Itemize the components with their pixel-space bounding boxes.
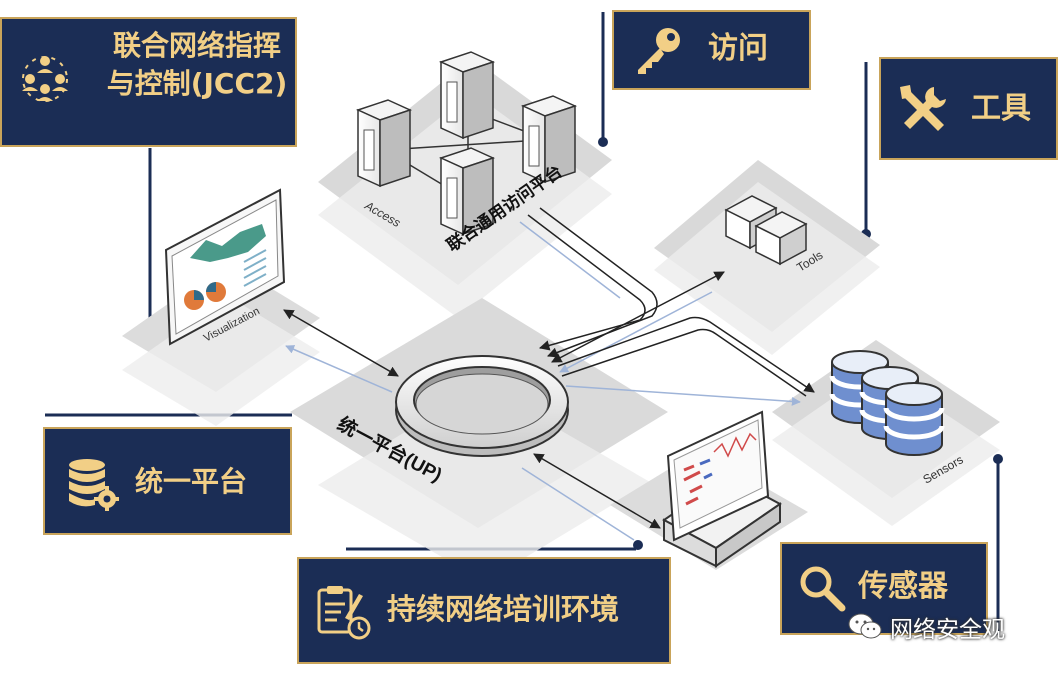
link-sensors-up: [557, 316, 815, 393]
link-tools-up: [551, 271, 725, 363]
watermark-text: 网络安全观: [890, 617, 1005, 643]
callout-sensors: 传感器: [780, 542, 988, 635]
link-pcte-up-blue: [521, 467, 635, 541]
callout-sensors-text: 传感器: [858, 569, 948, 604]
visualization-monitor: [164, 188, 286, 346]
checklist-clock-icon: [315, 584, 371, 640]
platform-tools-shadow: [654, 182, 880, 355]
callout-jcc2-text: 联合网络指挥与控制(JCC2): [106, 29, 288, 100]
server: [520, 95, 578, 184]
training-console: [662, 410, 782, 568]
people-network-icon: [18, 49, 72, 103]
callout-tools-text: 工具: [971, 91, 1031, 126]
callout-unified-platform: 统一平台: [43, 427, 292, 535]
database-gear-icon: [65, 457, 119, 511]
wrench-screwdriver-icon: [896, 83, 950, 137]
leader-access-dot: [598, 137, 608, 147]
database: [883, 382, 945, 456]
link-pcte-up: [533, 453, 661, 529]
platform-up-shadow: [318, 385, 650, 582]
link-viz-up: [283, 309, 399, 377]
callout-pcte: 持续网络培训环境: [297, 557, 671, 664]
callout-tools: 工具: [879, 57, 1058, 160]
callout-unified-platform-text: 统一平台: [135, 465, 248, 498]
access-servers: [355, 51, 578, 236]
server: [355, 99, 413, 188]
platform-visualization-shadow: [122, 296, 320, 426]
server: [438, 147, 496, 236]
server: [438, 51, 496, 140]
connections: [283, 207, 815, 541]
callout-jcc2: 联合网络指挥与控制(JCC2): [0, 17, 297, 147]
leader-sensors-dot: [993, 454, 1003, 464]
watermark: 网络安全观: [848, 610, 1005, 644]
leader-pcte-dot: [633, 540, 643, 550]
link-access-up-blue: [519, 221, 621, 299]
callout-access-text: 访问: [708, 31, 768, 66]
key-icon: [632, 24, 684, 76]
leader-lines: [45, 12, 1003, 635]
link-tools-up-blue: [559, 291, 713, 373]
tools-cubes: [724, 195, 808, 266]
magnifier-icon: [798, 564, 846, 612]
link-sensors-up-blue: [565, 385, 801, 406]
wechat-icon: [848, 613, 882, 639]
callout-access: 访问: [612, 10, 811, 90]
server-link: [384, 139, 541, 151]
callout-pcte-text: 持续网络培训环境: [387, 592, 620, 626]
link-sensors-up: [561, 328, 807, 397]
link-viz-up-blue: [285, 345, 393, 393]
unified-platform-ring: [395, 355, 569, 457]
sensors-databases: [829, 350, 945, 456]
